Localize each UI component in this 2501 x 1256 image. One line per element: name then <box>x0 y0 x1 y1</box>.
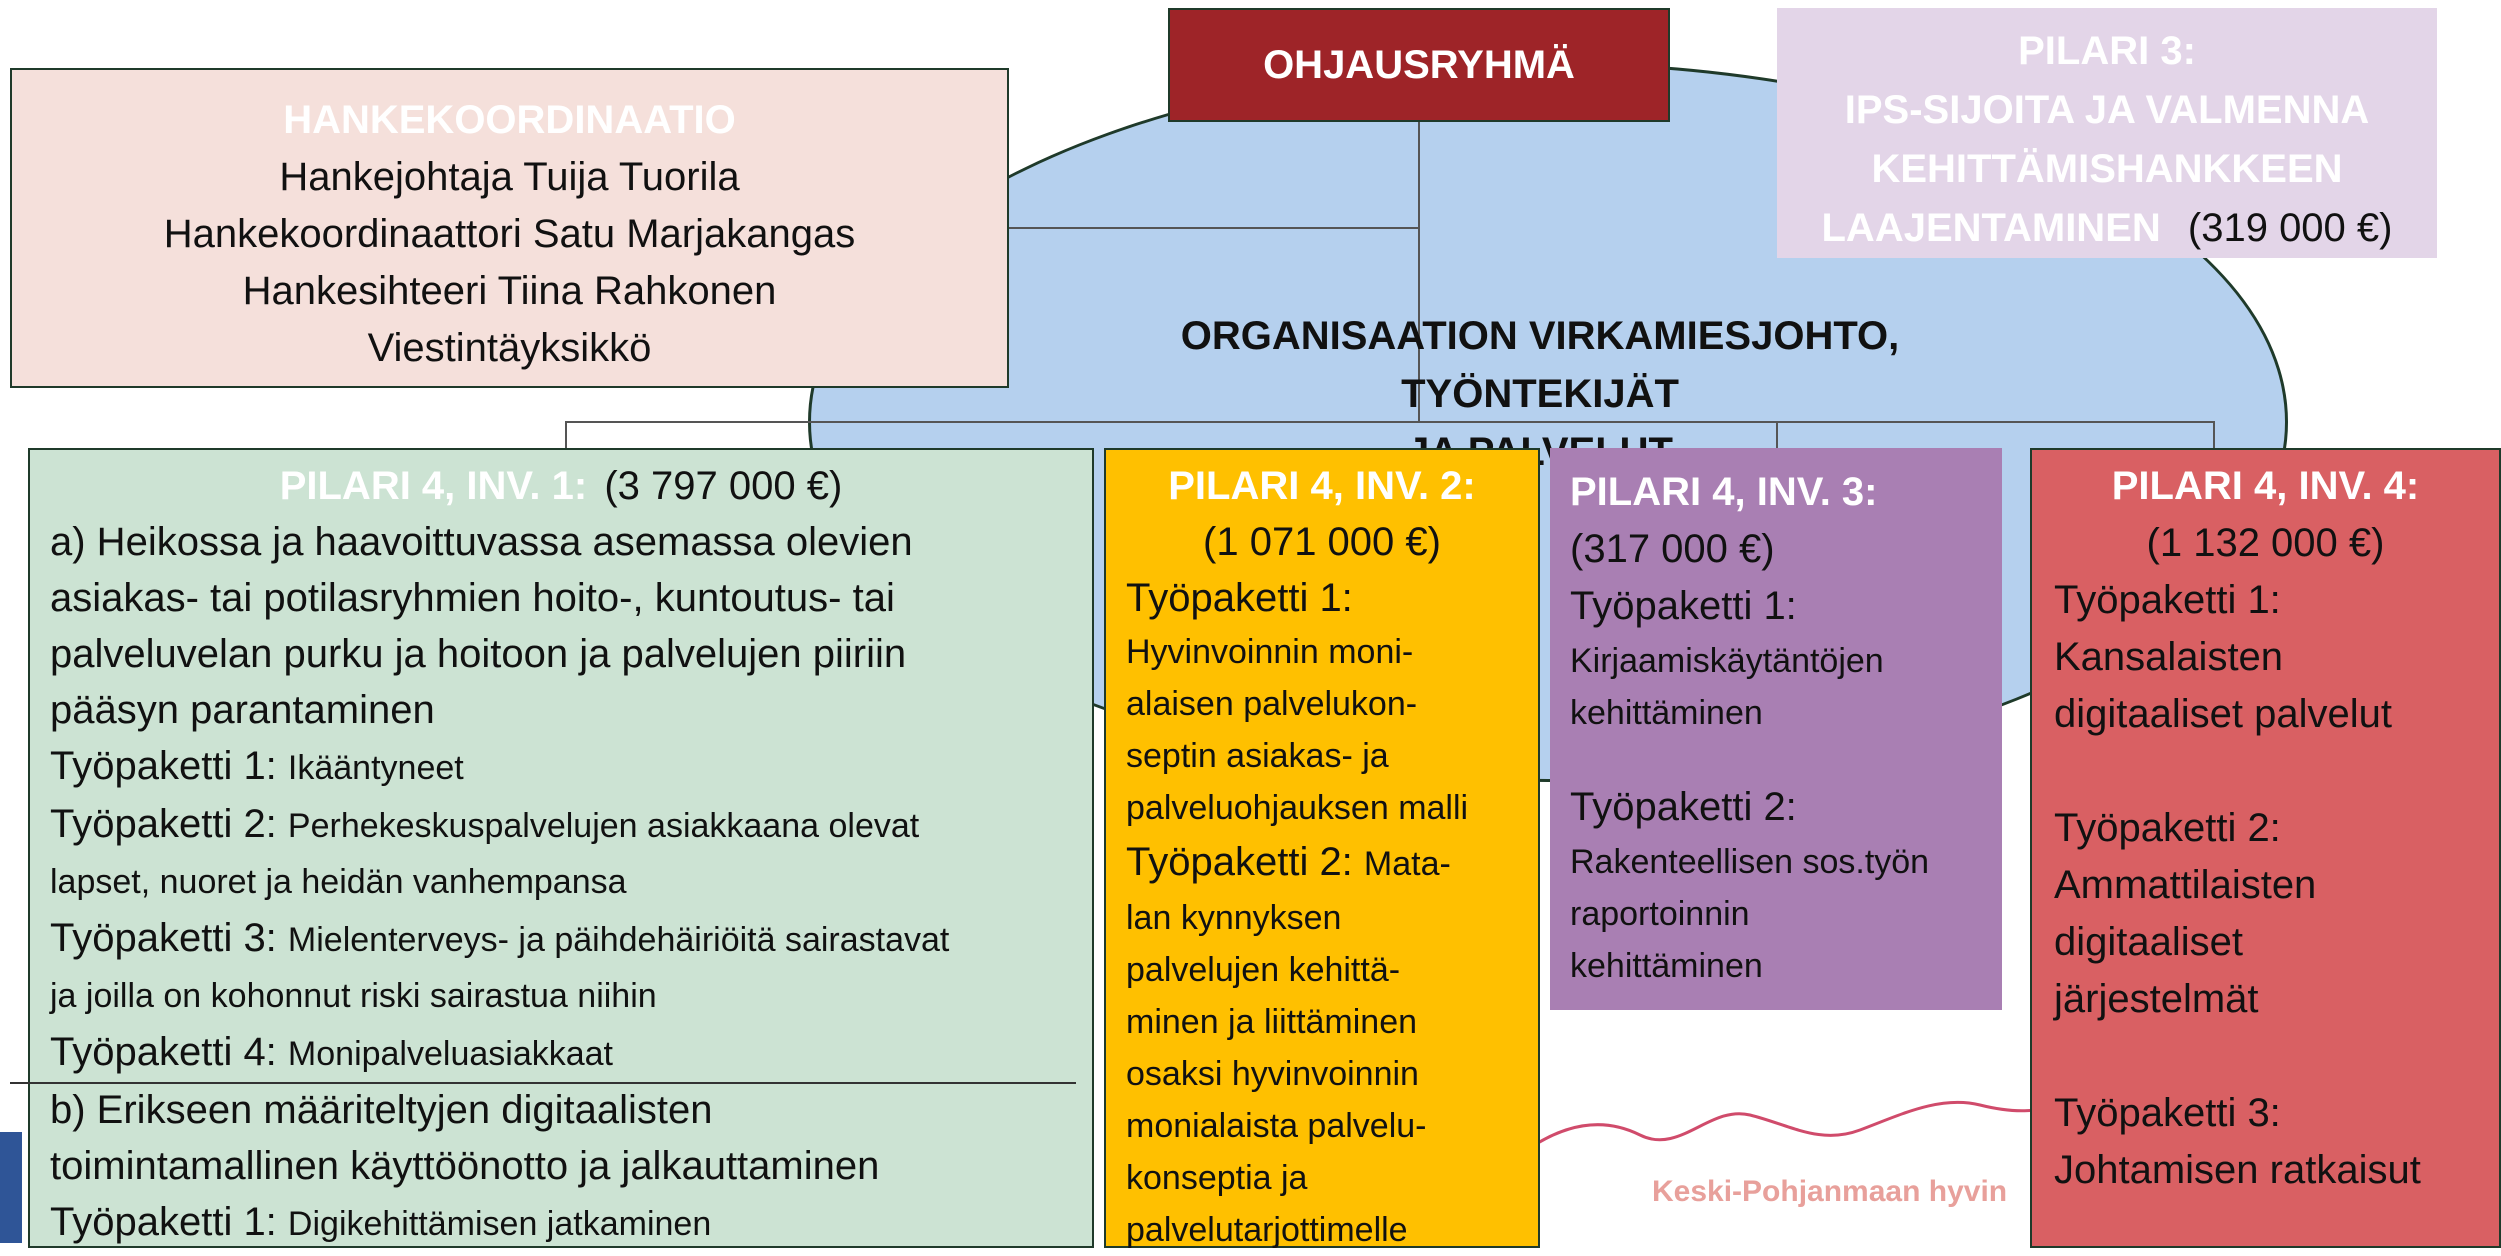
pilari3-line: IPS-SIJOITA JA VALMENNA <box>1844 88 2370 132</box>
hankekoordinaatio-box: HANKEKOORDINAATIO Hankejohtaja Tuija Tuo… <box>10 68 1009 388</box>
ohjausryhma-title: OHJAUSRYHMÄ <box>1263 42 1575 87</box>
inv1-a-line: asiakas- tai potilasryhmien hoito-, kunt… <box>50 576 895 620</box>
inv3-wp1-line: kehittäminen <box>1570 694 1763 732</box>
pilari3-line: KEHITTÄMISHANKKEEN <box>1871 147 2343 191</box>
pilari4-inv4-title: PILARI 4, INV. 4: <box>2111 464 2420 508</box>
inv2-wp1-line: alaisen palvelukon- <box>1126 685 1418 723</box>
inv4-wp2-line: järjestelmät <box>2054 977 2259 1021</box>
footer-brand-text: Keski-Pohjanmaan hyvin <box>1652 1175 2008 1208</box>
inv2-wp2-line: lan kynnyksen <box>1126 899 1342 937</box>
pilari4-inv4-amount: (1 132 000 €) <box>2146 521 2385 565</box>
inv3-wp2-line: kehittäminen <box>1570 947 1763 985</box>
inv1-wp4-text: Monipalveluasiakkaat <box>287 1035 613 1073</box>
inv1-wp2-text: Perhekeskuspalvelujen asiakkaana olevat <box>287 807 920 845</box>
inv2-wp1-line: Hyvinvoinnin moni- <box>1126 633 1414 671</box>
hankekoordinaatio-title: HANKEKOORDINAATIO <box>283 98 736 142</box>
left-edge-accent <box>0 1132 22 1243</box>
inv2-wp2-line: monialaista palvelu- <box>1126 1107 1427 1145</box>
pilari4-inv3-box: PILARI 4, INV. 3: (317 000 €) Työpaketti… <box>1550 448 2002 1010</box>
connector-horizontal-pillars <box>565 421 2215 423</box>
inv4-wp2-line: Ammattilaisten <box>2054 863 2317 907</box>
inv1-wp3-label: Työpaketti 3: <box>50 916 277 960</box>
connector-drop-inv4 <box>2213 421 2215 448</box>
inv3-wp1-label: Työpaketti 1: <box>1570 584 1797 628</box>
inv3-wp2-label: Työpaketti 2: <box>1570 785 1797 829</box>
inv2-wp2-line: konseptia ja <box>1126 1159 1308 1197</box>
ohjausryhma-box: OHJAUSRYHMÄ <box>1168 8 1670 122</box>
connector-drop-inv3 <box>1776 421 1778 448</box>
inv2-wp2-line: palvelutarjottimelle <box>1126 1211 1408 1249</box>
inv1-wp1-text: Ikääntyneet <box>287 749 464 787</box>
connector-vertical-main <box>1418 100 1420 422</box>
inv1-a-line: palveluvelan purku ja hoitoon ja palvelu… <box>50 632 907 676</box>
inv1-a-line: a) Heikossa ja haavoittuvassa asemassa o… <box>50 520 913 564</box>
pilari4-inv4-box: PILARI 4, INV. 4: (1 132 000 €) Työpaket… <box>2030 448 2501 1248</box>
pilari4-inv1-amount: (3 797 000 €) <box>604 464 843 508</box>
inv1-b-line: toimintamallinen käyttöönotto ja jalkaut… <box>50 1144 880 1188</box>
inv2-wp1-line: septin asiakas- ja <box>1126 737 1389 775</box>
inv1-b-wp1-text: Digikehittämisen jatkaminen <box>287 1205 712 1243</box>
inv1-wp1-label: Työpaketti 1: <box>50 744 277 788</box>
inv1-wp3-text: Mielenterveys- ja päihdehäiriöitä sairas… <box>287 921 950 959</box>
hankekoordinaatio-line: Hankekoordinaattori Satu Marjakangas <box>163 212 856 256</box>
pilari3-box: PILARI 3: IPS-SIJOITA JA VALMENNA KEHITT… <box>1777 8 2437 258</box>
inv4-wp1-label: Työpaketti 1: <box>2054 578 2281 622</box>
inv1-a-line: pääsyn parantaminen <box>50 688 435 732</box>
pilari4-inv3-amount: (317 000 €) <box>1570 527 1775 571</box>
pilari4-inv2-amount: (1 071 000 €) <box>1203 520 1441 564</box>
inv4-wp1-line: Kansalaisten <box>2054 635 2284 679</box>
inv2-wp2-line: Mata- <box>1363 845 1451 883</box>
inv2-wp1-line: palveluohjauksen malli <box>1126 789 1469 827</box>
inv2-wp2-label: Työpaketti 2: <box>1126 840 1353 884</box>
connector-drop-inv1 <box>565 421 567 448</box>
pilari4-inv2-box: PILARI 4, INV. 2: (1 071 000 €) Työpaket… <box>1104 448 1540 1249</box>
inv3-wp2-line: raportoinnin <box>1570 895 1750 933</box>
inv4-wp1-line: digitaaliset palvelut <box>2054 692 2392 736</box>
organisation-line: ORGANISAATION VIRKAMIESJOHTO, TYÖNTEKIJÄ… <box>1180 314 1900 416</box>
inv1-divider <box>10 1082 1076 1084</box>
pilari4-inv2-title: PILARI 4, INV. 2: <box>1168 464 1476 508</box>
inv1-wp2-label: Työpaketti 2: <box>50 802 277 846</box>
inv1-wp2-text-cont: lapset, nuoret ja heidän vanhempansa <box>50 863 627 901</box>
hankekoordinaatio-line: Hankejohtaja Tuija Tuorila <box>279 155 740 199</box>
inv1-wp4-label: Työpaketti 4: <box>50 1030 277 1074</box>
connector-to-hankekoordinaatio <box>1009 227 1419 229</box>
inv4-wp2-label: Työpaketti 2: <box>2054 806 2281 850</box>
inv2-wp1-label: Työpaketti 1: <box>1126 576 1353 620</box>
pilari4-inv1-title: PILARI 4, INV. 1: <box>279 464 588 508</box>
inv2-wp2-line: palvelujen kehittä- <box>1126 951 1401 989</box>
inv1-b-wp1-label: Työpaketti 1: <box>50 1200 277 1244</box>
inv3-wp1-line: Kirjaamiskäytäntöjen <box>1570 642 1884 680</box>
inv4-wp3-line: Johtamisen ratkaisut <box>2054 1148 2421 1192</box>
inv3-wp2-line: Rakenteellisen sos.työn <box>1570 843 1930 881</box>
inv1-wp3-text-cont: ja joilla on kohonnut riski sairastua ni… <box>50 977 657 1015</box>
inv2-wp2-line: minen ja liittäminen <box>1126 1003 1418 1041</box>
pilari3-title: PILARI 3: <box>2018 29 2196 73</box>
inv1-b-line: b) Erikseen määriteltyjen digitaalisten <box>50 1088 713 1132</box>
pilari3-amount: (319 000 €) <box>2187 206 2393 250</box>
pilari4-inv3-title: PILARI 4, INV. 3: <box>1570 470 1878 514</box>
decorative-wave <box>1520 1100 2060 1157</box>
inv4-wp3-label: Työpaketti 3: <box>2054 1091 2281 1135</box>
pilari3-line: LAAJENTAMINEN <box>1821 206 2161 250</box>
pilari4-inv1-box: PILARI 4, INV. 1: (3 797 000 €) a) Heiko… <box>28 448 1094 1248</box>
inv2-wp2-line: osaksi hyvinvoinnin <box>1126 1055 1419 1093</box>
hankekoordinaatio-line: Hankesihteeri Tiina Rahkonen <box>242 269 777 313</box>
inv4-wp2-line: digitaaliset <box>2054 920 2244 964</box>
hankekoordinaatio-line: Viestintäyksikkö <box>367 326 652 370</box>
